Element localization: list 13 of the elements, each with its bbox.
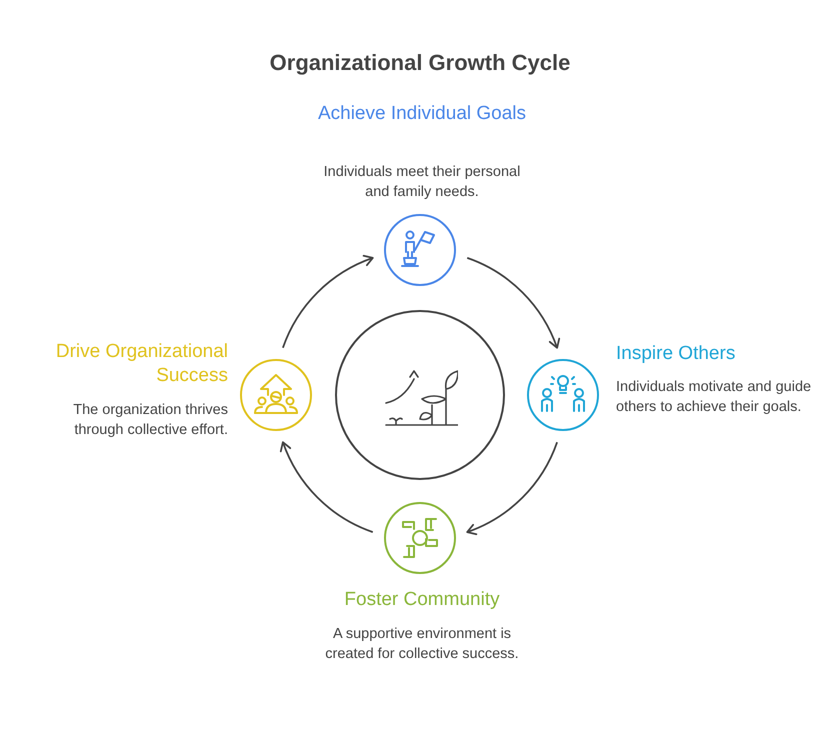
stage-heading: Inspire Others — [616, 342, 736, 366]
stage-heading: Achieve Individual Goals — [316, 102, 528, 126]
curved-arrow — [280, 441, 374, 533]
curved-arrow — [282, 255, 374, 348]
diagram-title: Organizational Growth Cycle — [268, 50, 572, 76]
stage-heading: Drive Organizational Success — [54, 340, 228, 388]
stage-description: Individuals meet their personal and family needs. — [322, 163, 522, 202]
curved-arrow — [466, 442, 558, 535]
stage-description: Individuals motivate and guide others to achieve their goals. — [616, 378, 812, 417]
curved-arrow — [466, 257, 560, 349]
stage-heading: Foster Community — [343, 588, 501, 612]
stage-description: The organization thrives through collective effort. — [72, 401, 228, 440]
stage-description: A supportive environment is created for collective success. — [324, 625, 520, 664]
